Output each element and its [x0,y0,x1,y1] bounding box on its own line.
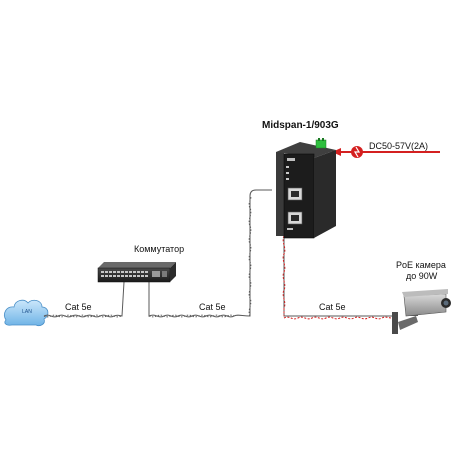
cable-label-lan-switch: Cat 5e [65,302,92,312]
poe-cable-midspan-to-camera [282,235,393,320]
poe-camera-icon [392,289,451,334]
device-title: Midspan-1/903G [262,120,339,131]
cable-lan-to-switch [43,281,125,318]
power-input-label: DC50-57V(2A) [369,141,429,151]
switch-label: Коммутатор [134,244,185,254]
midspan-device-icon [276,138,336,239]
cable-label-switch-midspan: Cat 5e [199,302,226,312]
cloud-label: LAN [22,309,32,315]
cable-switch-to-midspan [148,189,272,318]
lan-cloud-icon [4,299,49,327]
dc-power-line [332,146,440,158]
network-switch-icon [97,262,176,283]
camera-label-line2: до 90W [406,271,438,281]
camera-label-line1: PoE камера [396,260,446,270]
cable-label-midspan-camera: Cat 5e [319,302,346,312]
